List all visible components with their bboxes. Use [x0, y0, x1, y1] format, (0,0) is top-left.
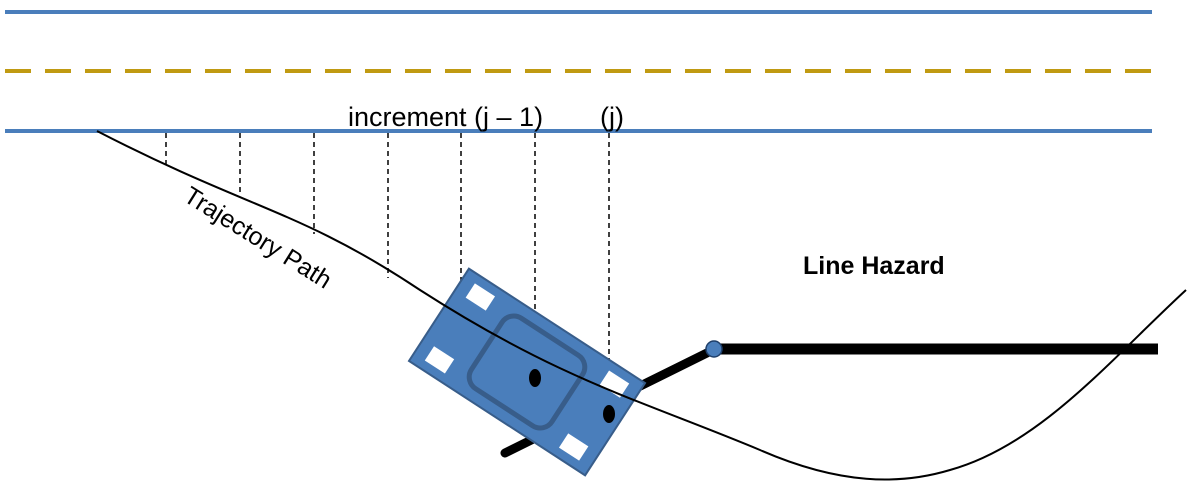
vehicle-roof — [466, 313, 588, 431]
increment-point-j — [603, 405, 615, 423]
increment-point-j-1 — [529, 369, 541, 387]
vehicle-tire — [424, 346, 455, 374]
hazard-label: Line Hazard — [803, 252, 945, 280]
trajectory-path — [96, 130, 1187, 481]
vehicle-tire — [558, 433, 589, 461]
increment-markers — [165, 133, 610, 413]
trajectory-label: Trajectory Path — [179, 181, 337, 294]
vehicle-tire — [465, 283, 496, 311]
vehicle-tire — [599, 370, 630, 398]
hazard-node — [705, 340, 723, 358]
increment-label: increment (j – 1) — [348, 102, 543, 132]
increment-j-label: (j) — [600, 102, 624, 132]
